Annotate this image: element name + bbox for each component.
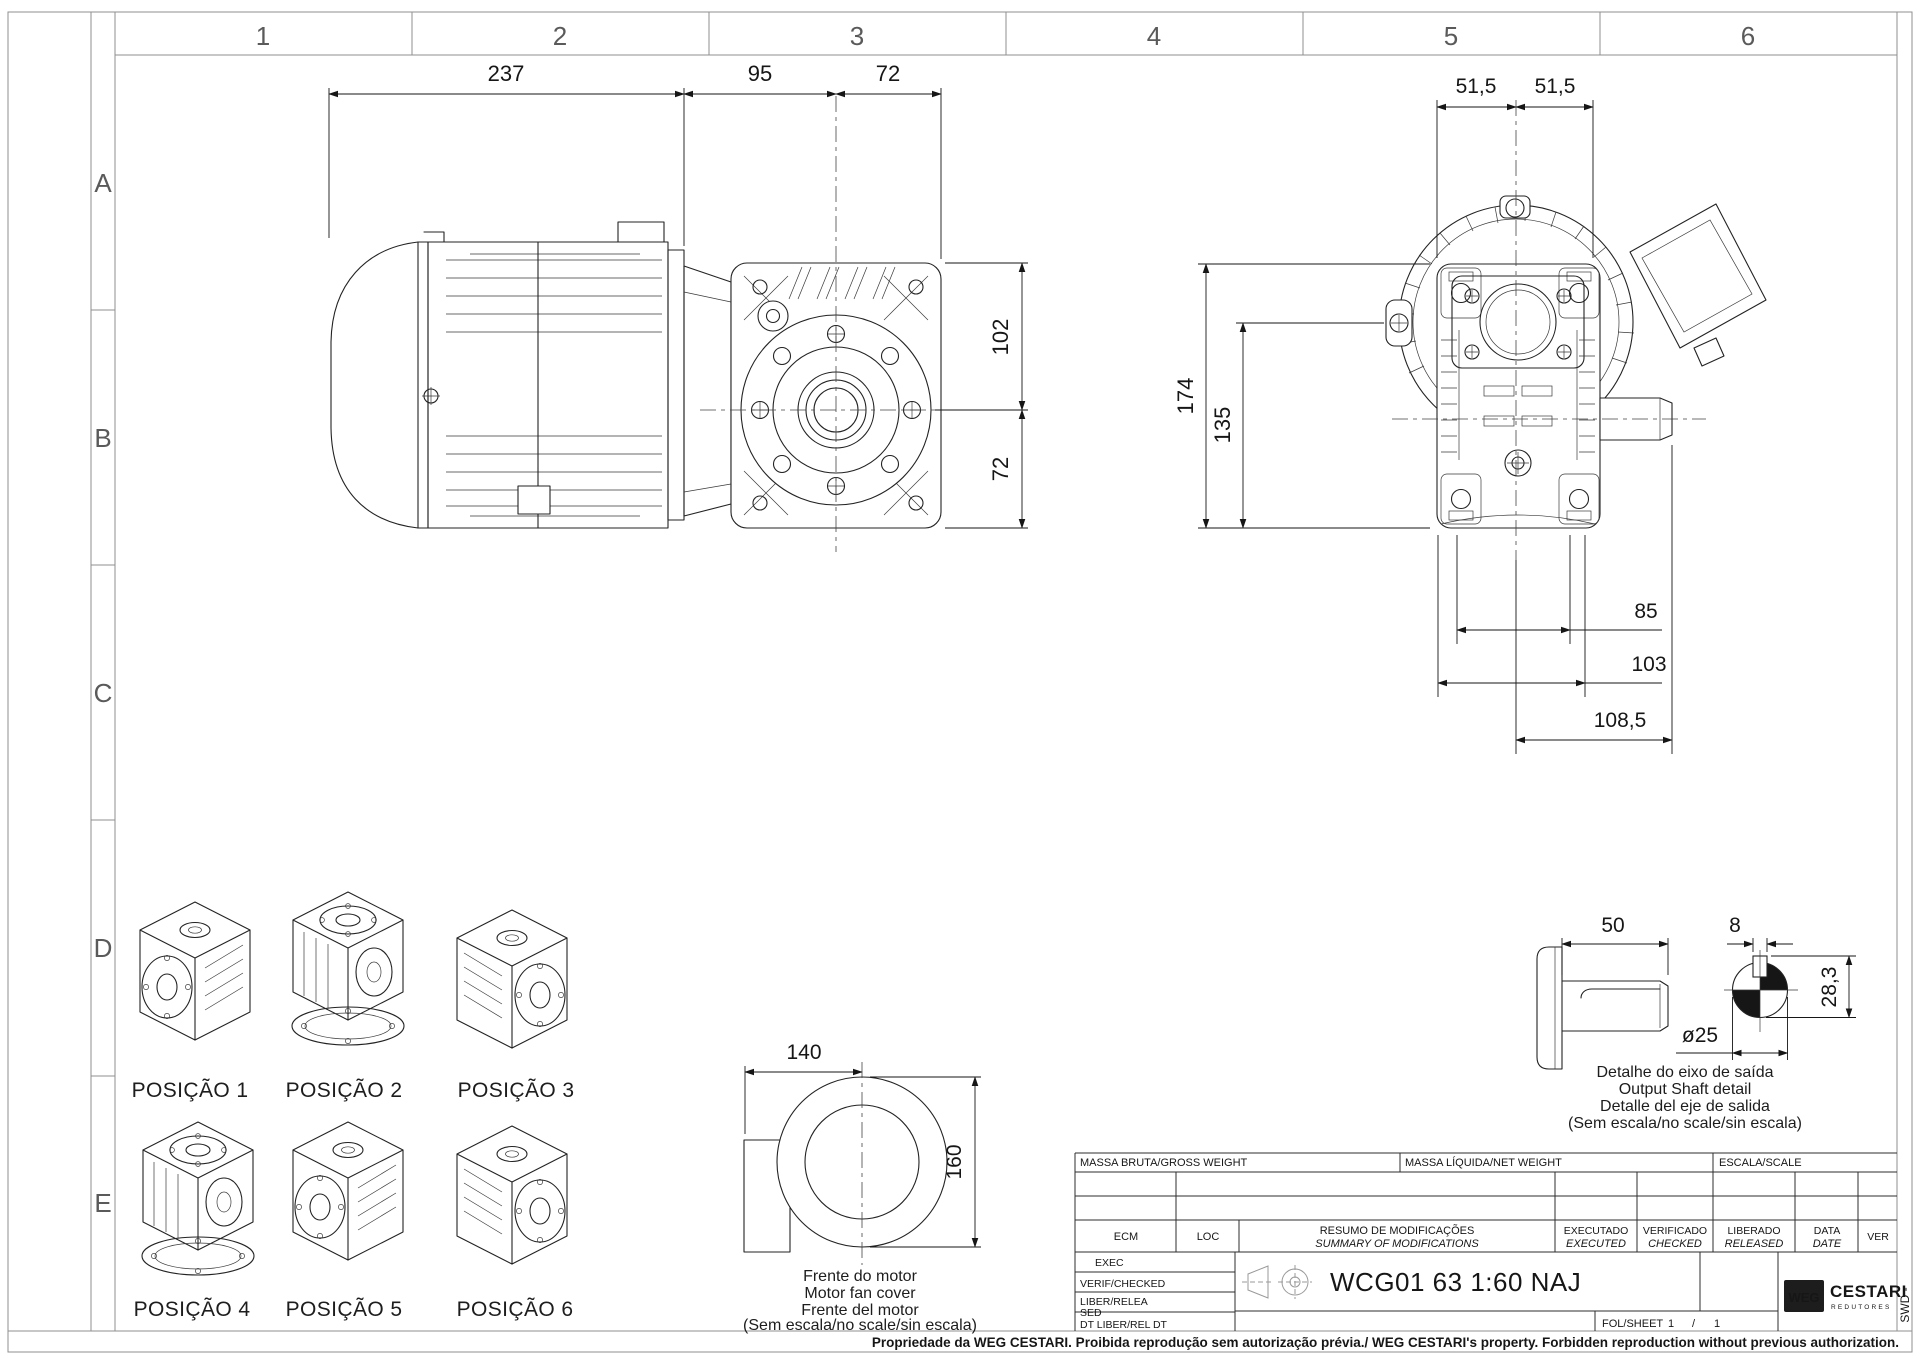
released-label-en: RELEASED xyxy=(1725,1238,1784,1250)
sheet-label: FOL/SHEET xyxy=(1602,1318,1663,1330)
executed-label-pt: EXECUTADO xyxy=(1564,1225,1629,1237)
dim-8: 8 xyxy=(1729,914,1741,937)
part-number: WCG01 63 1:60 NAJ xyxy=(1330,1267,1581,1297)
liber-row-label-2: SED xyxy=(1080,1307,1102,1319)
shaft-caption-es: Detalle del eje de salida xyxy=(1600,1098,1770,1115)
sheet-frame: 1 2 3 4 5 6 A B C D E xyxy=(7,11,1913,1353)
grid-col-5: 5 xyxy=(1444,21,1458,51)
exec-row-label: EXEC xyxy=(1095,1257,1124,1269)
shaft-caption-noscale: (Sem escala/no scale/sin escala) xyxy=(1568,1115,1802,1132)
grid-row-b: B xyxy=(94,423,111,453)
grid-col-1: 1 xyxy=(256,21,270,51)
fan-caption-noscale: (Sem escala/no scale/sin escala) xyxy=(743,1317,977,1334)
position-3-label: POSIÇÃO 3 xyxy=(458,1078,575,1102)
dim-72-side: 72 xyxy=(988,457,1013,481)
grid-col-6: 6 xyxy=(1741,21,1755,51)
dim-51-5-left: 51,5 xyxy=(1456,75,1497,98)
dim-50: 50 xyxy=(1601,914,1624,937)
position-1-label: POSIÇÃO 1 xyxy=(132,1078,249,1102)
summary-label-en: SUMMARY OF MODIFICATIONS xyxy=(1315,1238,1479,1250)
fan-caption-pt: Frente do motor xyxy=(803,1268,918,1285)
executed-label-en: EXECUTED xyxy=(1566,1238,1626,1250)
shaft-caption-pt: Detalhe do eixo de saída xyxy=(1596,1064,1773,1081)
logo-redutores-text: REDUTORES xyxy=(1831,1304,1892,1311)
fan-cover-detail: 140 160 Frente do motor Motor fan cover … xyxy=(743,1041,981,1334)
scale-label: ESCALA/SCALE xyxy=(1719,1157,1802,1169)
dim-237: 237 xyxy=(488,61,525,86)
back-view: 51,5 51,5 174 135 85 103 108,5 xyxy=(1173,75,1767,754)
dim-102: 102 xyxy=(988,319,1013,356)
footer: Propriedade da WEG CESTARI. Proibida rep… xyxy=(872,1335,1899,1350)
grid-col-3: 3 xyxy=(850,21,864,51)
sheet-current: 1 xyxy=(1668,1318,1674,1330)
position-5-label: POSIÇÃO 5 xyxy=(286,1297,403,1321)
dim-25: ø25 xyxy=(1682,1024,1718,1047)
fan-caption-en: Motor fan cover xyxy=(804,1285,916,1302)
sheet-separator: / xyxy=(1692,1318,1696,1330)
footer-notice: Propriedade da WEG CESTARI. Proibida rep… xyxy=(872,1335,1899,1350)
released-label-pt: LIBERADO xyxy=(1727,1225,1780,1237)
logo-cestari-text: CESTARI xyxy=(1830,1282,1907,1301)
date-label-en: DATE xyxy=(1813,1238,1842,1250)
checked-label-en: CHECKED xyxy=(1648,1238,1702,1250)
dim-160: 160 xyxy=(943,1144,966,1179)
dim-103: 103 xyxy=(1631,653,1666,676)
dim-28-3: 28,3 xyxy=(1818,967,1841,1008)
dim-140: 140 xyxy=(786,1041,821,1064)
shaft-caption-en: Output Shaft detail xyxy=(1619,1081,1752,1098)
net-weight-label: MASSA LÍQUIDA/NET WEIGHT xyxy=(1405,1156,1562,1169)
grid-row-a: A xyxy=(94,168,112,198)
mounting-positions: POSIÇÃO 1 POSIÇÃO 2 POSIÇÃO 3 POSIÇÃO 4 … xyxy=(132,891,575,1321)
gross-weight-label: MASSA BRUTA/GROSS WEIGHT xyxy=(1080,1157,1248,1169)
projection-symbol-icon xyxy=(1242,1265,1312,1299)
dim-135: 135 xyxy=(1210,407,1235,444)
output-shaft-detail: 50 8 28,3 ø25 Detalhe do eixo de saída O… xyxy=(1536,914,1856,1132)
dim-108-5: 108,5 xyxy=(1594,709,1647,732)
dim-51-5-right: 51,5 xyxy=(1535,75,1576,98)
grid-row-d: D xyxy=(94,933,113,963)
sheet-total: 1 xyxy=(1714,1318,1720,1330)
summary-label-pt: RESUMO DE MODIFICAÇÕES xyxy=(1320,1224,1475,1237)
loc-label: LOC xyxy=(1197,1231,1220,1243)
grid-col-4: 4 xyxy=(1147,21,1161,51)
dim-85: 85 xyxy=(1634,600,1657,623)
title-block: MASSA BRUTA/GROSS WEIGHT MASSA LÍQUIDA/N… xyxy=(1074,1152,1912,1331)
dt-row-label: DT LIBER/REL DT xyxy=(1080,1319,1168,1331)
ecm-label: ECM xyxy=(1114,1231,1138,1243)
dim-95: 95 xyxy=(748,61,772,86)
dim-174: 174 xyxy=(1173,378,1198,415)
side-code: SWD - xyxy=(1898,1287,1912,1322)
checked-label-pt: VERIFICADO xyxy=(1643,1225,1707,1237)
weg-cestari-logo: WEG CESTARI REDUTORES xyxy=(1784,1280,1907,1312)
position-6-label: POSIÇÃO 6 xyxy=(457,1297,574,1321)
liber-row-label-1: LIBER/RELEA xyxy=(1080,1296,1148,1308)
fan-caption-es: Frente del motor xyxy=(801,1302,919,1319)
ver-label: VER xyxy=(1867,1231,1889,1243)
grid-col-2: 2 xyxy=(553,21,567,51)
position-4-label: POSIÇÃO 4 xyxy=(134,1297,251,1321)
grid-row-e: E xyxy=(94,1188,111,1218)
date-label-pt: DATA xyxy=(1814,1225,1840,1237)
dim-72-top: 72 xyxy=(876,61,900,86)
grid-row-c: C xyxy=(94,678,113,708)
position-2-label: POSIÇÃO 2 xyxy=(286,1078,403,1102)
verif-row-label: VERIF/CHECKED xyxy=(1080,1278,1166,1290)
side-view: 237 95 72 102 72 xyxy=(328,61,1028,552)
logo-weg-text: WEG xyxy=(1788,1290,1819,1305)
